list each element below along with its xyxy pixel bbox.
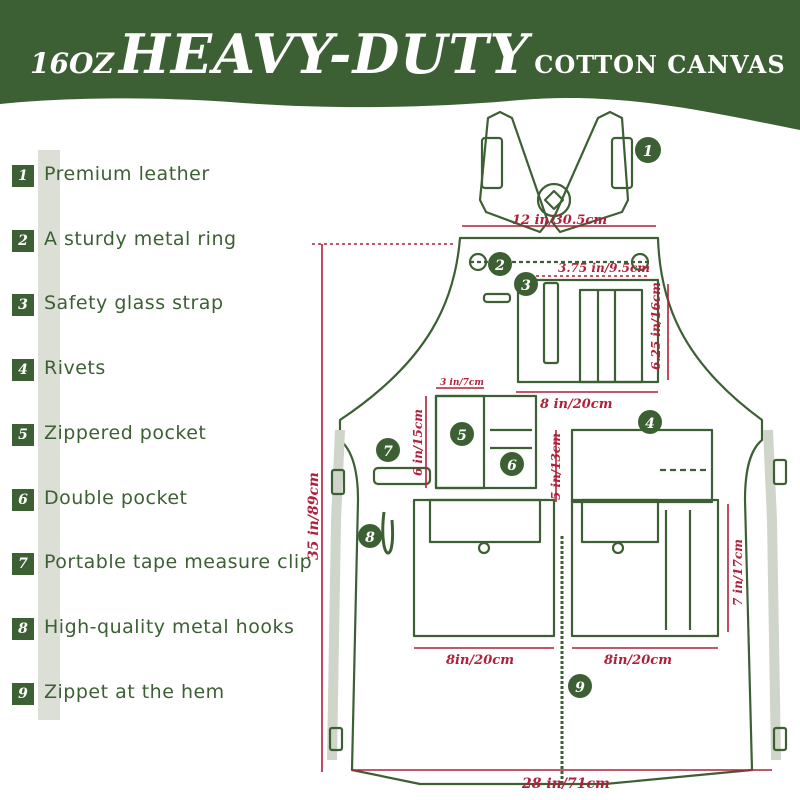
feature-num-3: 3: [12, 294, 34, 316]
dim-pen-pocket-width: 3 in/7cm: [440, 378, 484, 388]
svg-text:3: 3: [521, 278, 531, 294]
glass-strap-loop: [482, 292, 512, 304]
feature-num-1: 1: [12, 165, 34, 187]
apron-body: [338, 236, 764, 786]
dim-left-pocket-width: 8in/20cm: [446, 653, 514, 668]
lower-right-flap: [580, 498, 660, 544]
lower-right-pocket: [570, 498, 720, 638]
dim-chest-pocket-width: 3.75 in/9.5cm: [558, 261, 650, 275]
header-title: 16OZ HEAVY-DUTY COTTON CANVAS: [30, 22, 786, 86]
feature-label-3: Safety glass strap: [44, 292, 224, 314]
glass-strap: [542, 281, 560, 365]
callout-2: 2: [488, 252, 512, 276]
left-strap: [478, 110, 550, 234]
dim-hem-width: 28 in/71cm: [521, 776, 610, 792]
feature-label-5: Zippered pocket: [44, 422, 207, 444]
feature-num-5: 5: [12, 424, 34, 446]
pen-pocket: [434, 394, 486, 490]
header-material: COTTON CANVAS: [534, 50, 786, 79]
premium-leather-ring: [536, 182, 572, 218]
feature-list-bar: [38, 150, 60, 720]
lower-left-pocket: [412, 498, 556, 638]
header-weight: 16OZ: [30, 47, 114, 80]
feature-num-6: 6: [12, 489, 34, 511]
right-metal-ring: [630, 252, 650, 272]
feature-label-7: Portable tape measure clip: [44, 551, 313, 573]
header-heavy-duty: HEAVY-DUTY: [118, 22, 530, 86]
svg-text:8: 8: [365, 530, 375, 546]
callout-7: 7: [376, 438, 400, 462]
left-metal-hook: [328, 468, 346, 752]
feature-label-4: Rivets: [44, 357, 106, 379]
left-strap-leather: [480, 136, 504, 190]
dim-mid-pocket-height: 5 in/13cm: [549, 433, 563, 500]
double-pocket-right: [570, 428, 714, 504]
bib-pocket: [516, 278, 660, 384]
right-metal-hook: [772, 458, 788, 752]
svg-text:6: 6: [507, 458, 517, 474]
callout-1: 1: [635, 137, 661, 163]
svg-text:7: 7: [383, 444, 393, 460]
callout-5: 5: [450, 422, 474, 446]
header-banner-shape: [0, 0, 800, 130]
left-metal-ring: [468, 252, 488, 272]
feature-num-9: 9: [12, 683, 34, 705]
callout-9: 9: [568, 674, 592, 698]
dim-top-width: 12 in/30.5cm: [512, 213, 607, 228]
right-strap-leather: [610, 136, 634, 190]
dim-chest-pocket-height: 6.25 in/16cm: [649, 282, 663, 370]
dim-pen-pocket-height: 6 in/15cm: [411, 409, 425, 476]
header-banner: [0, 0, 800, 130]
feature-label-9: Zippet at the hem: [44, 681, 225, 703]
svg-text:5: 5: [457, 428, 467, 444]
svg-text:1: 1: [643, 142, 653, 160]
lower-left-flap: [428, 498, 542, 544]
right-strap: [550, 110, 630, 234]
feature-label-8: High-quality metal hooks: [44, 616, 295, 638]
svg-text:2: 2: [494, 258, 505, 274]
callout-6: 6: [500, 452, 524, 476]
hook-8: [381, 511, 395, 555]
svg-text:4: 4: [645, 416, 655, 432]
feature-num-8: 8: [12, 618, 34, 640]
feature-num-4: 4: [12, 359, 34, 381]
feature-label-6: Double pocket: [44, 487, 188, 509]
dim-bib-pocket-width: 8 in/20cm: [540, 397, 612, 412]
left-side-strap: [327, 429, 345, 761]
callout-markers: 1 2 3 4 5 6 7 8 9: [358, 137, 662, 698]
feature-label-2: A sturdy metal ring: [44, 228, 237, 250]
bib-pocket-flap: [578, 288, 644, 384]
callout-3: 3: [514, 272, 538, 296]
feature-num-2: 2: [12, 230, 34, 252]
callout-8: 8: [358, 524, 382, 548]
svg-text:9: 9: [575, 680, 585, 696]
dim-total-length: 35 in/89cm: [306, 472, 322, 560]
dim-side-pocket-height: 7 in/17cm: [731, 539, 745, 606]
dim-right-pocket-width: 8in/20cm: [604, 653, 672, 668]
tape-measure-clip: [372, 466, 432, 486]
feature-label-1: Premium leather: [44, 163, 210, 185]
zippered-pocket: [434, 394, 538, 490]
feature-num-7: 7: [12, 553, 34, 575]
callout-4: 4: [638, 410, 662, 434]
right-side-strap: [763, 429, 781, 761]
